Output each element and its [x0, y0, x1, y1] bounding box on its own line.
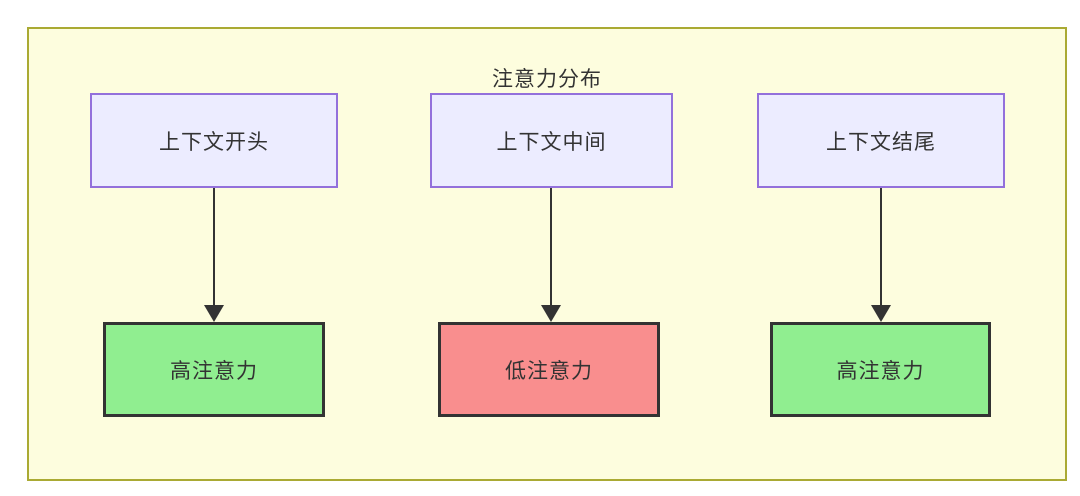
arrow-down-connector: [204, 188, 224, 322]
node-high-attention-right: 高注意力: [770, 322, 991, 417]
node-context-end: 上下文结尾: [757, 93, 1005, 188]
arrow-line: [550, 188, 552, 306]
arrow-line: [213, 188, 215, 306]
arrow-head-icon: [541, 305, 561, 322]
arrow-down-connector: [871, 188, 891, 322]
diagram-title: 注意力分布: [492, 68, 602, 91]
node-high-attention-left: 高注意力: [103, 322, 325, 417]
arrow-down-connector: [541, 188, 561, 322]
arrow-head-icon: [204, 305, 224, 322]
arrow-line: [880, 188, 882, 306]
node-context-middle: 上下文中间: [430, 93, 673, 188]
node-low-attention: 低注意力: [438, 322, 660, 417]
node-context-beginning: 上下文开头: [90, 93, 338, 188]
arrow-head-icon: [871, 305, 891, 322]
